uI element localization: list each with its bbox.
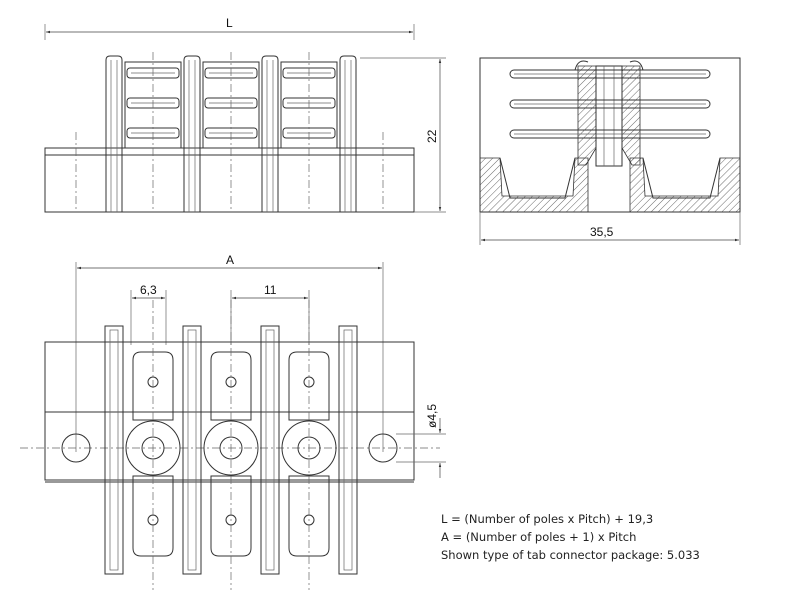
top-barrier-wall	[338, 325, 358, 575]
top-view: A 6,3 11 ø4,5	[20, 253, 446, 590]
tab-upper	[132, 351, 174, 421]
top-barrier-wall	[260, 325, 280, 575]
length-dimension-label: L	[226, 16, 233, 30]
barrier-wall	[261, 55, 279, 212]
top-tab-connectors	[125, 300, 337, 590]
tab-lower	[132, 475, 174, 557]
span-dimension-label: A	[226, 253, 234, 267]
tab-width-dimension-label: 6,3	[140, 283, 157, 297]
package-note: Shown type of tab connector package: 5.0…	[441, 548, 700, 562]
tab-upper	[288, 351, 330, 421]
side-tab-blade	[509, 69, 711, 79]
screw-head	[219, 436, 243, 460]
pitch-dimension-label: 11	[264, 283, 277, 297]
top-barrier-walls	[104, 325, 358, 575]
tab-connectors	[124, 52, 338, 212]
formula-span-note: A = (Number of poles + 1) x Pitch	[441, 530, 637, 544]
side-tab-blade	[509, 129, 711, 139]
screw-washer	[125, 420, 181, 476]
top-barrier-wall	[104, 325, 124, 575]
screw-head	[297, 436, 321, 460]
barrier-wall	[183, 55, 201, 212]
depth-dimension-label: 35,5	[590, 225, 614, 239]
side-section-view: 35,5	[479, 57, 741, 245]
height-dimension-label: 22	[425, 129, 439, 143]
screw-washer	[281, 420, 337, 476]
barrier-walls	[105, 55, 357, 212]
tab-lower	[288, 475, 330, 557]
side-tab-blade	[509, 99, 711, 109]
screw-washer	[203, 420, 259, 476]
barrier-wall	[339, 55, 357, 212]
screw-head	[141, 436, 165, 460]
formula-length-note: L = (Number of poles x Pitch) + 19,3	[441, 512, 654, 526]
front-view: L 22	[44, 16, 446, 213]
top-barrier-wall	[182, 325, 202, 575]
tab-lower	[210, 475, 252, 557]
barrier-wall	[105, 55, 123, 212]
tab-upper	[210, 351, 252, 421]
side-tab-blades	[509, 69, 711, 139]
hole-diameter-label: ø4,5	[425, 404, 439, 428]
